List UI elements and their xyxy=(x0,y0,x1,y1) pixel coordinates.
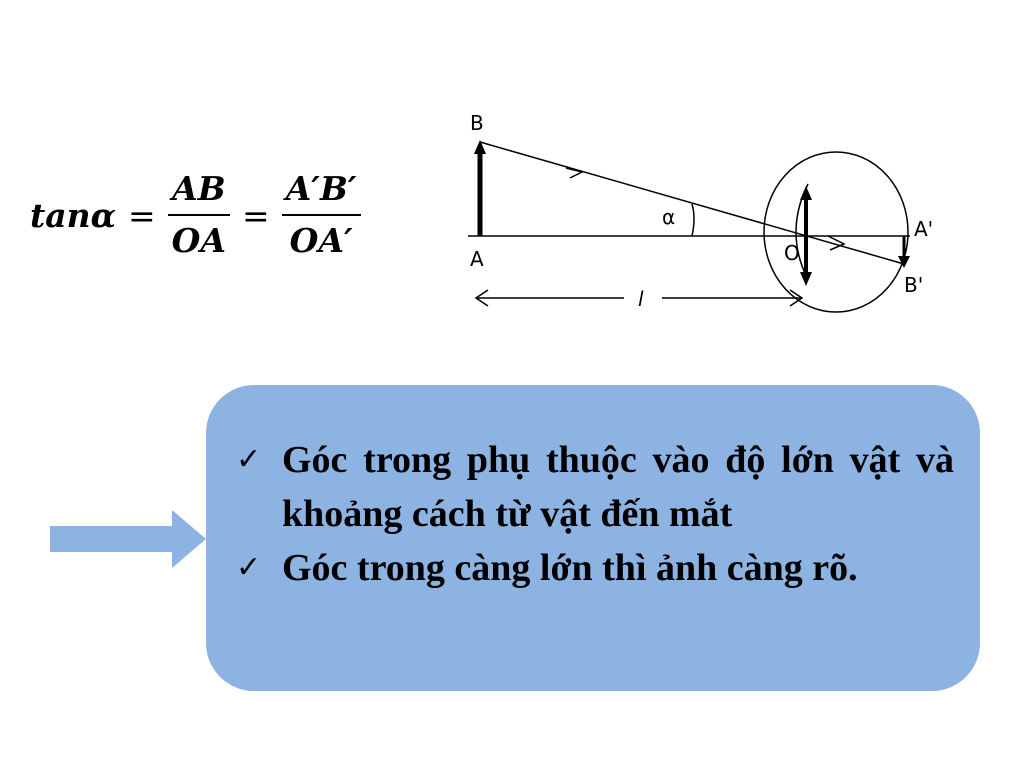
equals-sign-1: = xyxy=(128,195,156,235)
distance-arrowhead-left xyxy=(474,289,489,307)
fraction-2-numerator: A′B′ xyxy=(285,169,357,208)
right-arrow-icon xyxy=(50,510,206,568)
label-o: O xyxy=(784,241,800,265)
equals-sign-2: = xyxy=(242,195,270,235)
eye-optics-diagram: B A α O A' B' l xyxy=(468,111,933,313)
ray-direction-arrow-2 xyxy=(827,235,846,251)
label-b-prime: B' xyxy=(904,273,923,297)
check-icon: ✓ xyxy=(236,442,262,477)
label-a-prime: A' xyxy=(914,217,933,241)
label-a: A xyxy=(470,247,484,271)
tan-alpha-formula: tanα = AB OA = A′B′ OA′ xyxy=(30,168,361,262)
label-alpha: α xyxy=(662,205,675,229)
lens-arrowhead-top xyxy=(800,186,812,200)
check-icon: ✓ xyxy=(236,550,262,585)
eyeball xyxy=(763,151,909,313)
object-arrowhead xyxy=(474,140,486,154)
summary-list: ✓ Góc trong phụ thuộc vào độ lớn vật và … xyxy=(236,433,954,595)
formula-lhs: tanα xyxy=(30,195,117,235)
label-b: B xyxy=(470,111,484,135)
light-ray xyxy=(479,141,905,265)
summary-item-2: ✓ Góc trong càng lớn thì ảnh càng rõ. xyxy=(236,541,954,595)
summary-item-1-text: Góc trong phụ thuộc vào độ lớn vật và kh… xyxy=(282,439,954,535)
distance-arrowhead-right xyxy=(789,289,804,307)
fraction-2-bar xyxy=(281,214,361,216)
image-arrowhead xyxy=(898,256,910,268)
lens-arrowhead-bottom xyxy=(800,272,812,286)
label-l: l xyxy=(638,287,644,311)
summary-item-1: ✓ Góc trong phụ thuộc vào độ lớn vật và … xyxy=(236,433,954,541)
fraction-1-bar xyxy=(167,214,231,216)
fraction-2-denominator: OA′ xyxy=(289,221,353,260)
fraction-ab-oa: AB OA xyxy=(167,168,231,262)
angle-alpha-arc xyxy=(691,203,695,237)
ray-direction-arrow-1 xyxy=(565,167,585,179)
summary-item-2-text: Góc trong càng lớn thì ảnh càng rõ. xyxy=(282,547,858,589)
fraction-1-denominator: OA xyxy=(171,221,227,260)
fraction-aprime-bprime: A′B′ OA′ xyxy=(281,168,361,262)
fraction-1-numerator: AB xyxy=(172,169,226,208)
summary-callout: ✓ Góc trong phụ thuộc vào độ lớn vật và … xyxy=(206,385,980,691)
